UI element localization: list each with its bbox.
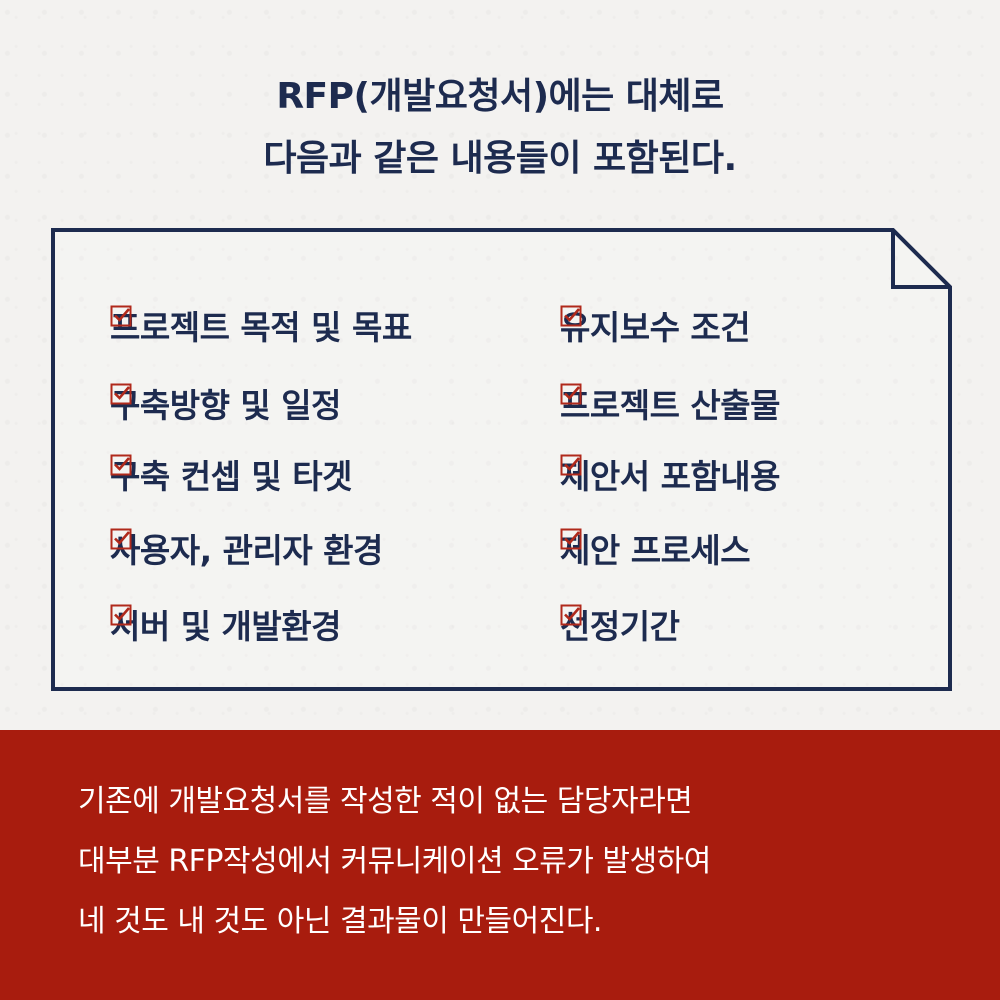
checked-box-icon bbox=[560, 604, 582, 626]
footer-band: 기존에 개발요청서를 작성한 적이 없는 담당자라면 대부분 RFP작성에서 커… bbox=[0, 730, 1000, 1000]
check-label: 제안 프로세스 bbox=[560, 531, 751, 570]
check-item-build-schedule: 구축방향 및 일정 bbox=[110, 383, 342, 425]
check-item-concept-target: 구축 컨셉 및 타겟 bbox=[110, 454, 353, 496]
headline-line-1: RFP(개발요청서)에는 대체로 bbox=[276, 76, 724, 117]
checked-box-icon bbox=[560, 528, 582, 550]
check-label: 구축방향 및 일정 bbox=[110, 386, 342, 425]
check-item-deliverables: 프로젝트 산출물 bbox=[560, 383, 781, 425]
checklist: 프로젝트 목적 및 목표 구축방향 및 일정 구축 컨셉 및 타겟 사용자, 관… bbox=[50, 227, 953, 692]
headline-line-2: 다음과 같은 내용들이 포함된다. bbox=[263, 138, 737, 179]
check-item-proposal-process: 제안 프로세스 bbox=[560, 528, 751, 570]
check-label: 프로젝트 산출물 bbox=[560, 386, 781, 425]
check-label: 사용자, 관리자 환경 bbox=[110, 531, 383, 570]
checked-box-icon bbox=[110, 528, 132, 550]
check-item-project-goal: 프로젝트 목적 및 목표 bbox=[110, 305, 412, 347]
check-item-proposal-contents: 제안서 포함내용 bbox=[560, 454, 781, 496]
checked-box-icon bbox=[560, 383, 582, 405]
check-item-selection-period: 선정기간 bbox=[560, 604, 680, 646]
paper-background bbox=[0, 0, 1000, 730]
headline: RFP(개발요청서)에는 대체로 다음과 같은 내용들이 포함된다. bbox=[0, 66, 1000, 190]
checked-box-icon bbox=[110, 454, 132, 476]
check-label: 제안서 포함내용 bbox=[560, 457, 781, 496]
checklist-card: 프로젝트 목적 및 목표 구축방향 및 일정 구축 컨셉 및 타겟 사용자, 관… bbox=[50, 227, 953, 692]
footer-line-2: 대부분 RFP작성에서 커뮤니케이션 오류가 발생하여 bbox=[78, 844, 711, 879]
checked-box-icon bbox=[560, 305, 582, 327]
checked-box-icon bbox=[110, 305, 132, 327]
check-item-server-dev-env: 서버 및 개발환경 bbox=[110, 604, 342, 646]
check-label: 서버 및 개발환경 bbox=[110, 607, 342, 646]
folded-note-frame bbox=[51, 228, 952, 691]
footer-line-1: 기존에 개발요청서를 작성한 적이 없는 담당자라면 bbox=[78, 784, 693, 819]
check-label: 프로젝트 목적 및 목표 bbox=[110, 308, 412, 347]
check-label: 구축 컨셉 및 타겟 bbox=[110, 457, 353, 496]
check-label: 유지보수 조건 bbox=[560, 308, 751, 347]
footer-text: 기존에 개발요청서를 작성한 적이 없는 담당자라면 대부분 RFP작성에서 커… bbox=[78, 772, 958, 952]
checked-box-icon bbox=[560, 454, 582, 476]
checked-box-icon bbox=[110, 604, 132, 626]
footer-line-3: 네 것도 내 것도 아닌 결과물이 만들어진다. bbox=[78, 904, 602, 939]
checked-box-icon bbox=[110, 383, 132, 405]
check-item-maintenance: 유지보수 조건 bbox=[560, 305, 751, 347]
check-item-user-admin-env: 사용자, 관리자 환경 bbox=[110, 528, 383, 570]
